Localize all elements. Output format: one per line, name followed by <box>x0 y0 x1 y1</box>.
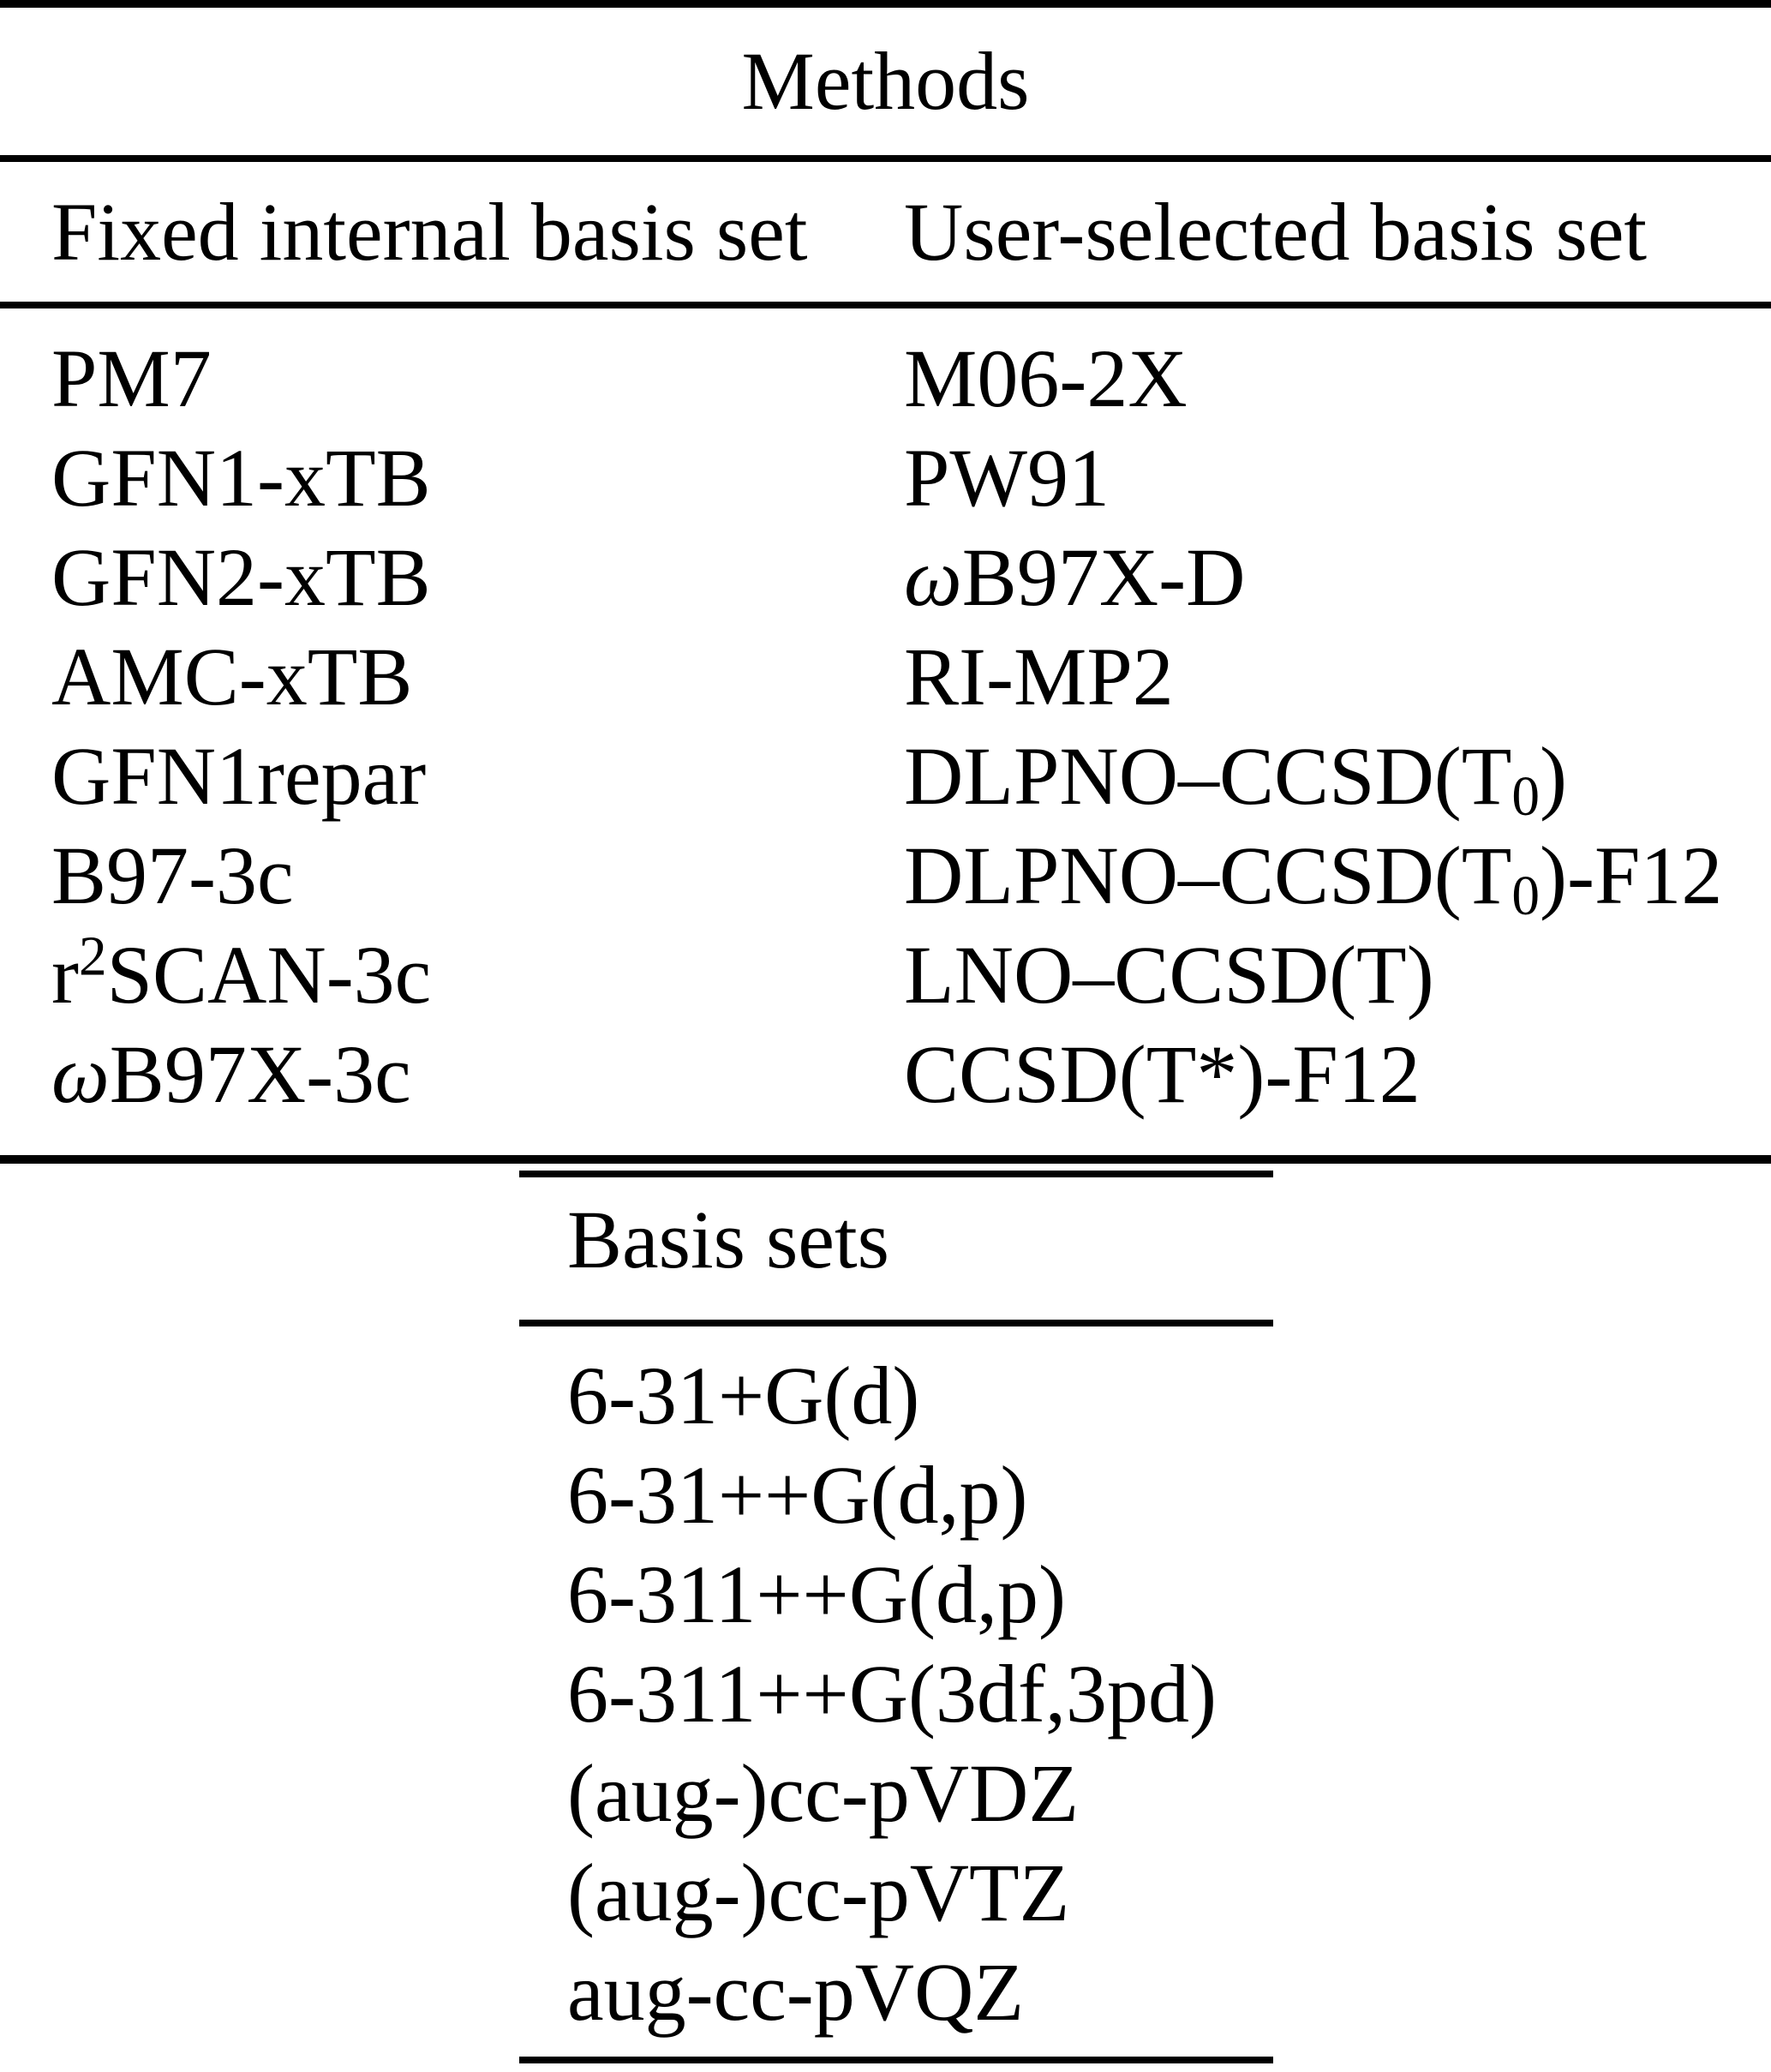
method-row: B97-3c DLPNO–CCSD(T0)-F12 <box>0 826 1771 925</box>
method-row: r2SCAN-3c LNO–CCSD(T) <box>0 925 1771 1025</box>
divider-below-methods-table <box>0 1155 1771 1164</box>
user-method-cell: RI-MP2 <box>904 631 1174 722</box>
fixed-method-cell: r2SCAN-3c <box>51 925 432 1021</box>
fixed-method-cell: GFN1repar <box>51 730 427 822</box>
methods-table-header-row: Fixed internal basis set User-selected b… <box>0 162 1771 302</box>
user-method-cell: PW91 <box>904 432 1110 524</box>
method-row: GFN1-xTB PW91 <box>0 428 1771 528</box>
basis-set-item: aug-cc-pVQZ <box>567 1946 1025 2038</box>
user-method-cell: CCSD(T*)-F12 <box>904 1028 1421 1120</box>
divider-below-header <box>0 302 1771 308</box>
basis-sets-title: Basis sets <box>567 1194 890 1285</box>
fixed-method-cell: ωB97X-3c <box>51 1028 411 1120</box>
fixed-method-cell: B97-3c <box>51 829 294 921</box>
user-method-cell: M06-2X <box>904 332 1188 424</box>
user-method-cell: ωB97X-D <box>904 531 1246 623</box>
user-method-cell: DLPNO–CCSD(T0) <box>904 730 1568 829</box>
basis-set-item: 6-311++G(d,p) <box>567 1548 1066 1640</box>
basis-set-item: 6-31+G(d) <box>567 1350 920 1441</box>
methods-table-body: PM7 M06-2X GFN1-xTB PW91 GFN2-xTB ωB97X-… <box>0 308 1771 1155</box>
basis-set-item: 6-31++G(d,p) <box>567 1449 1028 1541</box>
divider-below-title <box>0 155 1771 162</box>
fixed-method-cell: GFN2-xTB <box>51 531 431 623</box>
method-row: GFN1repar DLPNO–CCSD(T0) <box>0 727 1771 826</box>
basis-sets-table: Basis sets 6-31+G(d) 6-31++G(d,p) 6-311+… <box>519 1171 1273 2063</box>
user-method-cell: DLPNO–CCSD(T0)-F12 <box>904 829 1723 928</box>
divider-below-basis-title <box>519 1320 1273 1326</box>
user-method-cell: LNO–CCSD(T) <box>904 929 1434 1021</box>
method-row: PM7 M06-2X <box>0 329 1771 428</box>
basis-set-item: (aug-)cc-pVTZ <box>567 1847 1070 1938</box>
method-row: AMC-xTB RI-MP2 <box>0 627 1771 727</box>
method-row: GFN2-xTB ωB97X-D <box>0 528 1771 627</box>
column-header-user-basis: User-selected basis set <box>904 186 1648 278</box>
basis-set-item: (aug-)cc-pVDZ <box>567 1747 1079 1839</box>
methods-table-title: Methods <box>741 35 1030 127</box>
column-header-fixed-basis: Fixed internal basis set <box>51 186 808 278</box>
basis-sets-list: 6-31+G(d) 6-31++G(d,p) 6-311++G(d,p) 6-3… <box>519 1326 1273 2057</box>
fixed-method-cell: GFN1-xTB <box>51 432 431 524</box>
method-row: ωB97X-3c CCSD(T*)-F12 <box>0 1025 1771 1124</box>
fixed-method-cell: PM7 <box>51 332 212 424</box>
fixed-method-cell: AMC-xTB <box>51 631 413 722</box>
basis-set-item: 6-311++G(3df,3pd) <box>567 1648 1217 1740</box>
